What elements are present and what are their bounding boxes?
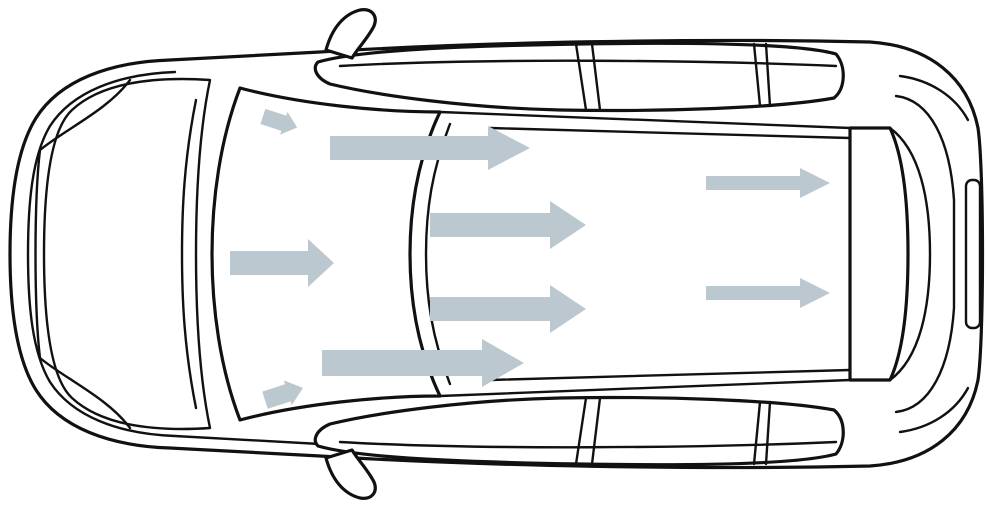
airflow-arrows bbox=[230, 105, 830, 413]
rear-bumper-handle bbox=[966, 180, 980, 328]
airflow-arrow-front-left-small bbox=[259, 105, 301, 139]
airflow-arrow-roof-rear-left bbox=[706, 168, 830, 198]
top-window-outline bbox=[315, 43, 843, 110]
roof-front-curve bbox=[426, 124, 450, 384]
bottom-window-outline bbox=[315, 398, 843, 465]
hood-outline bbox=[44, 79, 210, 429]
roof-rail-top bbox=[490, 128, 850, 138]
hood-front-edge bbox=[36, 150, 41, 358]
hood bbox=[36, 79, 211, 429]
rear-window-outline bbox=[850, 128, 908, 380]
airflow-arrow-hood-center bbox=[230, 239, 334, 287]
bottom-side-windows bbox=[315, 398, 843, 465]
airflow-arrow-roof-middle-right bbox=[430, 285, 586, 333]
airflow-arrow-roof-rear-right bbox=[706, 278, 830, 308]
hood-right-crease bbox=[40, 358, 130, 428]
airflow-arrow-roof-middle-left bbox=[430, 201, 586, 249]
tailgate-inner bbox=[890, 128, 930, 380]
hood-left-crease bbox=[40, 80, 130, 150]
windshield-inner-edge bbox=[182, 100, 196, 408]
roof-rail-bottom bbox=[490, 370, 850, 380]
rear-section bbox=[850, 76, 980, 432]
top-side-windows bbox=[315, 43, 843, 110]
